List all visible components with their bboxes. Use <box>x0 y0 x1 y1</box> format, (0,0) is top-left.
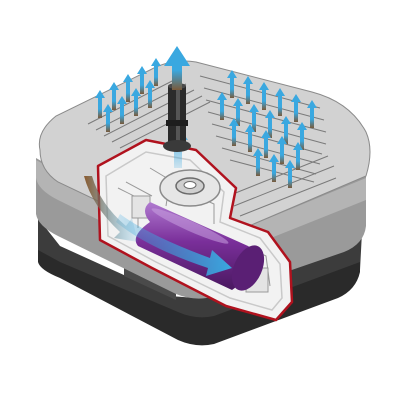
airflow-arrow-icon <box>123 74 133 102</box>
airflow-arrow-icon <box>249 104 259 132</box>
airflow-arrow-icon <box>285 160 295 188</box>
airflow-arrow-icon <box>217 92 227 120</box>
airflow-arrow-icon <box>95 90 105 118</box>
impeller <box>159 169 221 207</box>
internal-airflow-arrow-icon <box>116 214 232 276</box>
intake-arrow-icon <box>84 176 138 242</box>
airflow-arrow-icon <box>137 66 147 94</box>
airflow-arrow-icon <box>233 98 243 126</box>
airflow-arrow-icon <box>243 76 253 104</box>
airflow-arrow-icon <box>265 110 275 138</box>
cylinder-highlight <box>151 208 229 244</box>
airflow-arrow-icon <box>297 122 307 150</box>
airflow-arrow-icon <box>227 70 237 98</box>
airflow-arrow-icon <box>261 130 271 158</box>
impeller-core <box>183 181 197 189</box>
airflow-arrow-icon <box>269 154 279 182</box>
outlet-arrow-icon <box>164 46 190 90</box>
cutaway-inner-wall <box>105 151 283 311</box>
airflow-arrow-icon <box>253 148 263 176</box>
airflow-arrow-icon <box>293 142 303 170</box>
airflow-arrow-icon <box>277 136 287 164</box>
airflow-arrow-icon <box>281 116 291 144</box>
airflow-arrow-icon <box>145 80 155 108</box>
base-front-lower <box>38 250 360 346</box>
airflow-arrow-icon <box>291 94 301 122</box>
airflow-arrow-icon <box>109 82 119 110</box>
airflow-arrow-icon <box>117 96 127 124</box>
vent-airflow-arrows <box>95 58 317 188</box>
cylinder-end-cap <box>231 245 265 291</box>
airflow-arrow-icon <box>131 88 141 116</box>
airflow-arrow-icon <box>151 58 161 86</box>
airflow-arrow-icon <box>229 118 239 146</box>
airflow-arrow-icon <box>245 124 255 152</box>
airflow-arrow-icon <box>259 82 269 110</box>
airflow-arrow-icon <box>275 88 285 116</box>
airflow-arrow-icon <box>307 100 317 128</box>
airflow-arrow-icon <box>103 104 113 132</box>
